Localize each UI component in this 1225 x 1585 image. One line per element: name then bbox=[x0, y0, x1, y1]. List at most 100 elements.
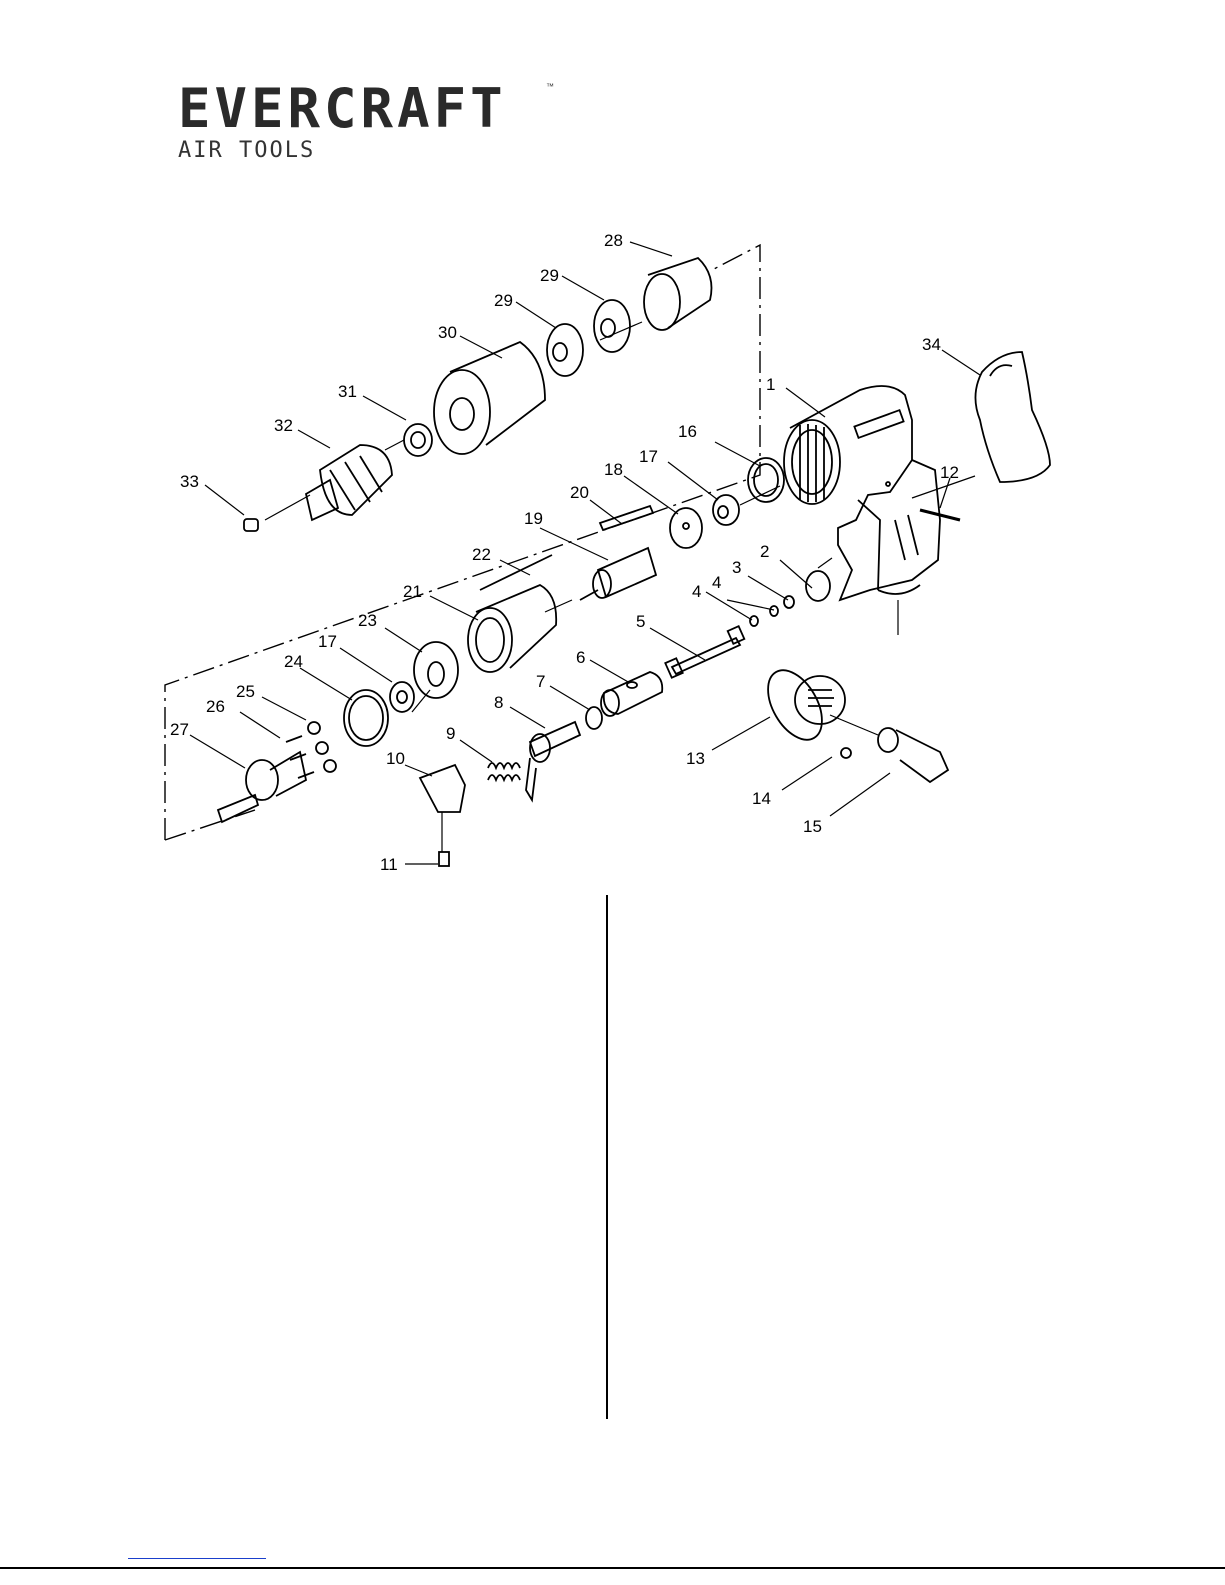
part-23-front-plate bbox=[414, 642, 458, 698]
part-34-handle-grip bbox=[975, 352, 1050, 482]
leader-4a bbox=[706, 592, 752, 620]
part-8-reverse-valve bbox=[526, 722, 580, 800]
callout-1: 1 bbox=[766, 375, 775, 394]
part-19-rotor bbox=[580, 548, 656, 600]
leader-7 bbox=[550, 686, 590, 710]
axis-oring bbox=[818, 558, 832, 568]
leader-16 bbox=[715, 442, 760, 466]
leader-25 bbox=[262, 697, 306, 720]
callout-19: 19 bbox=[524, 509, 543, 528]
callout-34: 34 bbox=[922, 335, 941, 354]
callout-4b: 4 bbox=[712, 573, 721, 592]
leader-lines bbox=[190, 242, 980, 864]
assembly-axis bbox=[265, 322, 975, 735]
leader-17b bbox=[668, 462, 718, 500]
part-25-planet-gears bbox=[308, 722, 336, 772]
part-31-washer bbox=[404, 424, 432, 456]
callout-28: 28 bbox=[604, 231, 623, 250]
callout-12: 12 bbox=[940, 463, 959, 482]
callout-26: 26 bbox=[206, 697, 225, 716]
frame-line-bottom bbox=[165, 810, 255, 840]
callout-11: 11 bbox=[380, 855, 398, 874]
part-1-housing bbox=[784, 386, 940, 600]
leader-15 bbox=[830, 773, 890, 816]
leader-32 bbox=[298, 430, 330, 448]
part-27-spindle bbox=[218, 752, 306, 822]
leader-23 bbox=[385, 628, 422, 652]
callout-20: 20 bbox=[570, 483, 589, 502]
callout-10: 10 bbox=[386, 749, 405, 768]
part-33-chuck-screw bbox=[244, 519, 258, 531]
part-5-valve-stem bbox=[665, 626, 744, 678]
part-24-ring bbox=[344, 690, 388, 746]
footer-link-underline bbox=[128, 1558, 266, 1559]
part-14-screw bbox=[841, 748, 851, 758]
leader-8 bbox=[510, 707, 545, 728]
axis-chuck bbox=[265, 495, 310, 520]
leader-24 bbox=[300, 668, 352, 700]
part-29a-bearing bbox=[547, 324, 583, 376]
leader-17a bbox=[340, 648, 392, 682]
callout-25: 25 bbox=[236, 682, 255, 701]
callout-15: 15 bbox=[803, 817, 822, 836]
part-9-spring bbox=[488, 763, 520, 780]
assembly-frame bbox=[165, 245, 760, 840]
part-29b-bearing bbox=[594, 300, 630, 352]
leader-6 bbox=[590, 660, 630, 683]
part-13-end-cap bbox=[757, 661, 845, 749]
callout-21: 21 bbox=[403, 582, 422, 601]
callout-2: 2 bbox=[760, 542, 769, 561]
leader-2 bbox=[780, 560, 812, 588]
axis-plate bbox=[740, 486, 780, 505]
part-17b-bearing bbox=[713, 495, 739, 525]
part-11-set-screw bbox=[439, 852, 449, 866]
callout-16: 16 bbox=[678, 422, 697, 441]
callout-29a: 29 bbox=[494, 291, 513, 310]
part-21-cylinder bbox=[468, 585, 556, 672]
axis-washer bbox=[385, 440, 404, 450]
callout-13: 13 bbox=[686, 749, 705, 768]
callout-8: 8 bbox=[494, 693, 503, 712]
leader-30 bbox=[460, 336, 502, 358]
callout-23: 23 bbox=[358, 611, 377, 630]
part-7-o-ring bbox=[586, 707, 602, 729]
part-4b-washer bbox=[770, 606, 778, 616]
part-3-washer bbox=[784, 596, 794, 608]
callout-3: 3 bbox=[732, 558, 741, 577]
callout-29b: 29 bbox=[540, 266, 559, 285]
leader-28 bbox=[630, 242, 672, 256]
callout-32: 32 bbox=[274, 416, 293, 435]
leader-26 bbox=[240, 712, 280, 738]
part-4a-washer bbox=[750, 616, 758, 626]
footer-rule bbox=[0, 1567, 1225, 1569]
leader-9 bbox=[460, 740, 492, 762]
part-18-cylinder-plate bbox=[670, 508, 702, 548]
leader-14 bbox=[782, 757, 832, 790]
callout-4a: 4 bbox=[692, 582, 701, 601]
callout-17a: 17 bbox=[318, 632, 337, 651]
callout-14: 14 bbox=[752, 789, 771, 808]
leader-27 bbox=[190, 735, 245, 768]
leader-33 bbox=[205, 485, 244, 515]
part-6-reverse-sleeve bbox=[601, 672, 662, 716]
callout-27: 27 bbox=[170, 720, 189, 739]
leader-13 bbox=[712, 717, 770, 750]
callout-6: 6 bbox=[576, 648, 585, 667]
callout-33: 33 bbox=[180, 472, 199, 491]
leader-31 bbox=[363, 396, 406, 420]
callout-24: 24 bbox=[284, 652, 303, 671]
callout-22: 22 bbox=[472, 545, 491, 564]
part-32-chuck bbox=[306, 445, 392, 520]
leader-29a bbox=[516, 302, 556, 328]
callout-9: 9 bbox=[446, 724, 455, 743]
leader-29b bbox=[562, 276, 604, 300]
leader-3 bbox=[748, 576, 788, 600]
leader-34 bbox=[942, 350, 980, 375]
axis-rotor bbox=[545, 600, 572, 612]
part-20-vane bbox=[600, 506, 653, 530]
part-28-needle-bearing bbox=[644, 258, 712, 330]
callout-7: 7 bbox=[536, 672, 545, 691]
callout-18: 18 bbox=[604, 460, 623, 479]
leader-12 bbox=[940, 478, 950, 508]
